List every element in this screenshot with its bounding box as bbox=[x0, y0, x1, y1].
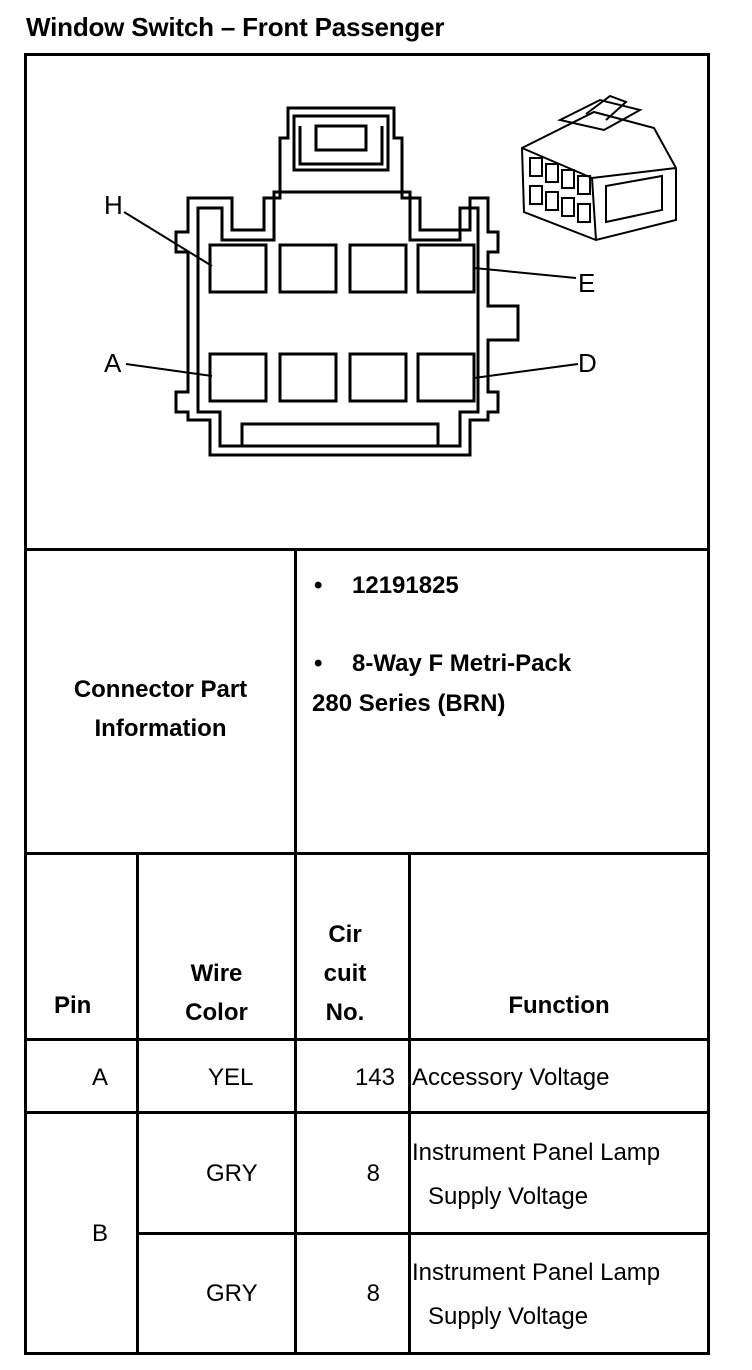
cavity-c bbox=[348, 352, 408, 403]
cavity-e bbox=[416, 243, 476, 294]
row-b2-wire-color: GRY bbox=[206, 1280, 258, 1307]
header-pin: Pin bbox=[54, 992, 92, 1019]
row-b1-function-line1: Instrument Panel Lamp bbox=[412, 1139, 661, 1166]
row-b1-circuit: 8 bbox=[366, 1160, 380, 1187]
header-circuit-line1: Cir bbox=[328, 921, 362, 948]
row-a-wire-color: YEL bbox=[208, 1064, 254, 1091]
row-b2-function-line1: Instrument Panel Lamp bbox=[412, 1259, 661, 1286]
divider-row-b-sub bbox=[136, 1232, 710, 1235]
connector-inner-outline bbox=[196, 190, 480, 448]
divider-col-circuit bbox=[408, 852, 411, 1355]
connector-isometric-icon bbox=[520, 94, 677, 242]
row-a-circuit: 143 bbox=[354, 1064, 395, 1091]
header-wire-color-line2: Color bbox=[185, 999, 248, 1026]
divider-diagram-info bbox=[24, 548, 710, 551]
header-circuit-line3: No. bbox=[325, 999, 365, 1026]
part-number: 12191825 bbox=[352, 572, 459, 599]
divider-info-table bbox=[24, 852, 710, 855]
connector-info-label-line1: Connector Part bbox=[73, 676, 248, 703]
row-a-function: Accessory Voltage bbox=[412, 1064, 610, 1091]
header-circuit: Cir cuit No. bbox=[297, 915, 393, 1032]
leader-h bbox=[123, 211, 213, 267]
header-circuit-line2: cuit bbox=[323, 960, 367, 987]
row-b1-wire-color: GRY bbox=[206, 1160, 258, 1187]
page-title: Window Switch – Front Passenger bbox=[26, 12, 445, 42]
connector-face-diagram: H E A D bbox=[104, 94, 677, 457]
connector-table-frame bbox=[24, 53, 710, 1355]
leader-a bbox=[125, 363, 213, 377]
connector-description-line1: 8-Way F Metri-Pack bbox=[352, 650, 572, 677]
pin-label-h: H bbox=[104, 190, 123, 220]
row-b2-circuit: 8 bbox=[366, 1280, 380, 1307]
cavity-d bbox=[416, 352, 476, 403]
header-function: Function bbox=[508, 992, 610, 1019]
connector-info-label-line2: Information bbox=[94, 715, 227, 742]
pin-label-a: A bbox=[104, 348, 122, 378]
row-b1-function-line2: Supply Voltage bbox=[428, 1183, 589, 1210]
divider-col-pin bbox=[136, 852, 139, 1355]
connector-info-label: Connector Part Information bbox=[27, 670, 294, 748]
divider-col-wire bbox=[294, 852, 297, 1355]
pin-label-d: D bbox=[578, 348, 597, 378]
leader-e bbox=[473, 267, 577, 279]
divider-info-column bbox=[294, 548, 297, 855]
pin-label-e: E bbox=[578, 268, 595, 298]
connector-outline bbox=[174, 106, 520, 457]
latch bbox=[292, 114, 390, 172]
key-slot bbox=[240, 422, 440, 448]
row-b-pin: B bbox=[92, 1220, 109, 1247]
header-wire-color-line1: Wire bbox=[190, 960, 243, 987]
part-number-bullet: • bbox=[314, 572, 323, 599]
header-wire-color: Wire Color bbox=[139, 954, 294, 1032]
cavity-g bbox=[278, 243, 338, 294]
row-b2-function-line2: Supply Voltage bbox=[428, 1303, 589, 1330]
cavity-a bbox=[208, 352, 268, 403]
cavity-f bbox=[348, 243, 408, 294]
leader-d bbox=[473, 363, 579, 379]
connector-description-line2: 280 Series (BRN) bbox=[312, 690, 506, 717]
divider-row-a-b bbox=[24, 1111, 710, 1114]
cavity-h bbox=[208, 243, 268, 294]
description-bullet: • bbox=[314, 650, 323, 677]
row-a-pin: A bbox=[92, 1064, 109, 1091]
divider-header-rows bbox=[24, 1038, 710, 1041]
cavity-b bbox=[278, 352, 338, 403]
